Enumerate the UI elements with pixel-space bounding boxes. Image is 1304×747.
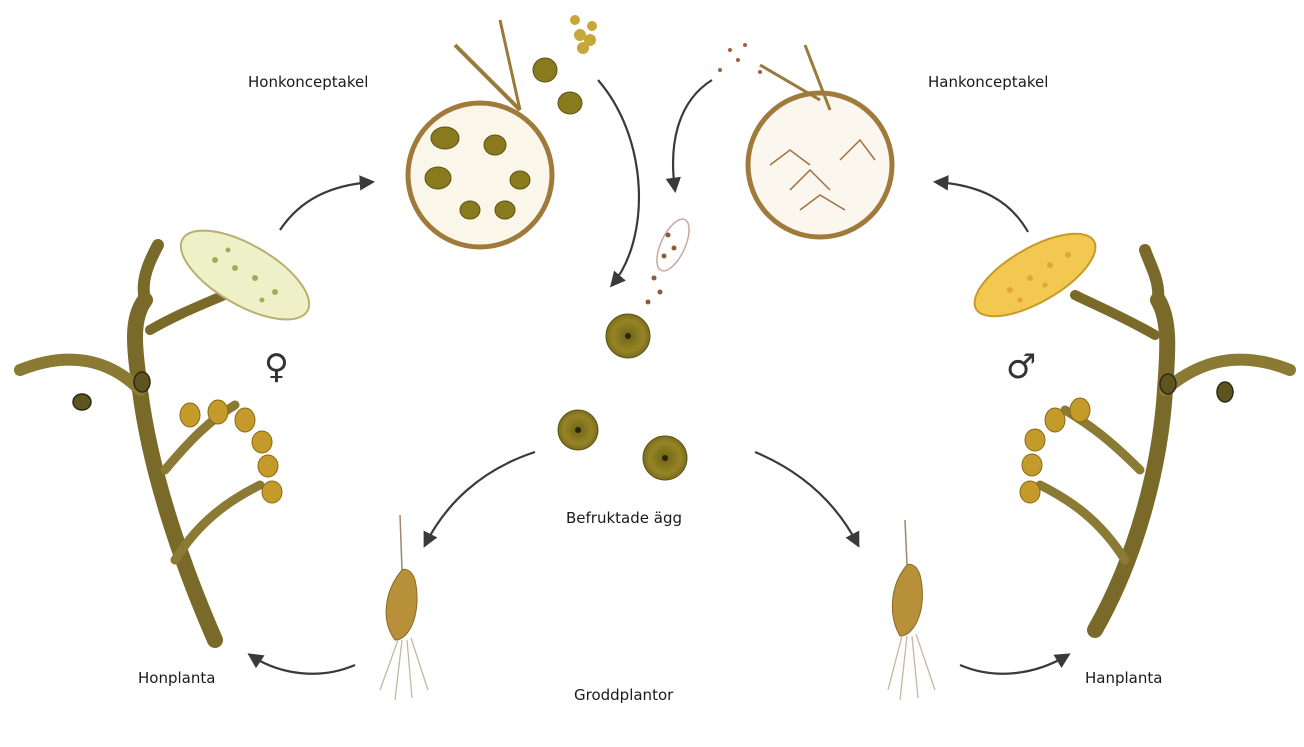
male-conceptacle-label: Hankonceptakel bbox=[928, 73, 1048, 91]
male-plant-branch-upper bbox=[1145, 250, 1158, 300]
arrow-male-conceptacle-to-gametes bbox=[673, 80, 712, 190]
arrow-section-to-female-conceptacle bbox=[280, 182, 372, 230]
arrow-seedling-to-female-plant bbox=[250, 655, 355, 674]
male-plant-branch-left bbox=[1075, 295, 1155, 335]
arrow-eggs-to-left-seedling bbox=[425, 452, 535, 545]
male-symbol: ♂ bbox=[1006, 350, 1036, 384]
released-gametes bbox=[646, 215, 696, 305]
fertilized-eggs-illustration bbox=[558, 410, 687, 480]
arrow-female-conceptacle-to-egg bbox=[598, 80, 639, 285]
egg-single bbox=[606, 314, 650, 358]
male-receptacle-section bbox=[963, 218, 1108, 333]
cycle-arrows bbox=[250, 80, 1068, 674]
seedlings-label: Groddplantor bbox=[574, 686, 673, 704]
female-conceptacle-label: Honkonceptakel bbox=[248, 73, 368, 91]
fertilized-eggs-label: Befruktade ägg bbox=[566, 509, 682, 527]
female-conceptacle-illustration bbox=[408, 15, 597, 247]
female-plant-lower-branch bbox=[175, 485, 260, 560]
male-plant-label: Hanplanta bbox=[1085, 669, 1162, 687]
female-plant-branch-left bbox=[20, 360, 140, 390]
female-plant-illustration bbox=[20, 245, 260, 640]
female-symbol: ♀ bbox=[264, 350, 289, 384]
arrow-section-to-male-conceptacle bbox=[936, 182, 1028, 232]
arrow-eggs-to-right-seedling bbox=[755, 452, 858, 545]
female-plant-label: Honplanta bbox=[138, 669, 215, 687]
female-plant-branch-upper bbox=[144, 245, 158, 300]
female-receptacles bbox=[180, 400, 282, 503]
female-receptacle-section bbox=[168, 213, 323, 337]
male-conceptacle-illustration bbox=[718, 43, 892, 237]
male-plant-illustration bbox=[1040, 250, 1290, 630]
seedling-right bbox=[888, 520, 935, 700]
male-plant-lower-branch bbox=[1040, 485, 1125, 560]
seedling-left bbox=[380, 515, 428, 700]
female-plant-stem bbox=[135, 300, 215, 640]
male-receptacles bbox=[1020, 398, 1090, 503]
arrow-seedling-to-male-plant bbox=[960, 655, 1068, 674]
